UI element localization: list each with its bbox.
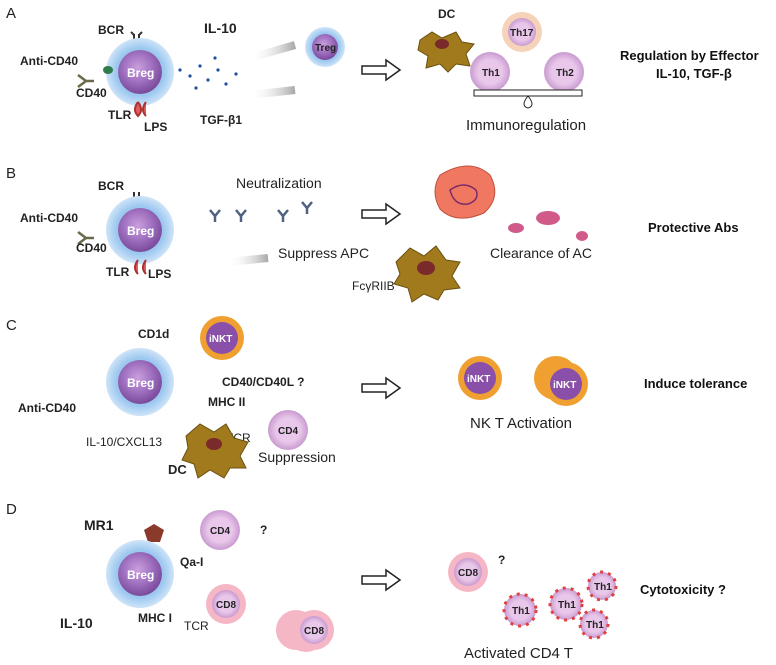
panel-letter: D	[6, 501, 17, 518]
fcyriib-label: FcγRIIB	[352, 279, 395, 293]
nkt-label: iNKT	[467, 374, 490, 385]
cytokine-dots	[178, 56, 238, 90]
panel-b-caption: Clearance of AC	[490, 245, 592, 261]
antibody-icon	[77, 231, 94, 245]
cd8-label: CD8	[458, 568, 478, 579]
cd40l-label: CD40/CD40L ?	[222, 375, 304, 389]
tcr-label: TCR	[184, 619, 209, 633]
cd40-label: CD40	[76, 241, 107, 255]
panel-letter: A	[6, 5, 16, 22]
cd8-cell-cluster	[276, 610, 334, 652]
mhc1-label: MHC I	[138, 611, 172, 625]
th1-label: Th1	[512, 606, 530, 617]
anti-cd40-label: Anti-CD40	[20, 211, 78, 225]
th1-cell	[502, 592, 538, 628]
breg-label: Breg	[127, 568, 154, 582]
antibody-icon	[77, 74, 94, 88]
nkt-label: iNKT	[209, 334, 232, 345]
th2-cell	[544, 52, 584, 92]
th17-label: Th17	[510, 28, 534, 39]
open-arrow	[361, 568, 402, 592]
cd8-label: CD8	[304, 626, 324, 637]
treg-label: Treg	[315, 43, 336, 54]
panel-a-caption: Immunoregulation	[466, 117, 586, 134]
il10-cxcl13-label: IL-10/CXCL13	[86, 435, 162, 449]
th1-cell	[586, 570, 618, 602]
question-mark: ?	[498, 553, 505, 567]
cd8-label: CD8	[216, 600, 236, 611]
suppression-label: Suppression	[258, 449, 336, 465]
il10-label: IL-10	[204, 20, 237, 36]
mr1-icon	[144, 524, 164, 542]
lps-label: LPS	[144, 120, 167, 134]
breg-nucleus	[118, 50, 162, 94]
th1-cell	[578, 608, 610, 640]
antibody-icons	[209, 201, 313, 222]
arrow-to-treg	[248, 41, 297, 62]
th1-label: Th1	[558, 600, 576, 611]
panel-c: C CD1d iNKT Breg CD40/CD40L ? MHC II Ant…	[6, 316, 747, 479]
open-arrow	[361, 202, 402, 226]
panel-a-right-text-2: IL-10, TGF-β	[656, 66, 732, 81]
qa1-label: Qa-I	[180, 555, 203, 569]
lps-label: LPS	[148, 267, 171, 281]
panel-a: A BCR Anti-CD40 CD40 Breg TLR LPS IL-10 …	[6, 5, 759, 134]
panel-d: D MR1 CD4 ? Qa-I Breg CD8 MHC I IL-10 TC…	[6, 501, 726, 662]
tlr-icon	[134, 259, 147, 275]
cd4-label: CD4	[278, 426, 298, 437]
arrow-to-effectors	[249, 86, 296, 99]
suppress-apc-label: Suppress APC	[278, 245, 369, 261]
panel-c-caption: NK T Activation	[470, 415, 572, 432]
tlr-label: TLR	[106, 265, 130, 279]
bcr-label: BCR	[98, 23, 124, 37]
dendritic-cell-icon	[181, 423, 249, 479]
open-arrow	[361, 58, 402, 82]
th1-cell	[470, 52, 510, 92]
neutralization-label: Neutralization	[236, 175, 322, 191]
panel-d-caption: Activated CD4 T	[464, 645, 573, 662]
cd40-label: CD40	[76, 86, 107, 100]
open-arrow	[361, 376, 402, 400]
mhc2-label: MHC II	[208, 395, 245, 409]
question-mark: ?	[260, 523, 267, 537]
apoptotic-cell-icon	[434, 165, 496, 219]
mr1-label: MR1	[84, 517, 114, 533]
anti-cd40-label: Anti-CD40	[20, 54, 78, 68]
il10-label: IL-10	[60, 615, 93, 631]
breg-label: Breg	[127, 376, 154, 390]
tgf-label: TGF-β1	[200, 113, 242, 127]
tlr-icon	[134, 101, 147, 118]
panel-letter: C	[6, 317, 17, 334]
th1-label: Th1	[594, 582, 612, 593]
apoptotic-fragments	[508, 211, 588, 241]
arrow-suppress	[227, 254, 269, 266]
panel-letter: B	[6, 165, 16, 182]
dc-label: DC	[438, 7, 456, 21]
cd4-cell	[200, 510, 240, 550]
panel-a-right-text-1: Regulation by Effector	[620, 48, 759, 63]
th2-label: Th2	[556, 68, 574, 79]
anti-cd40-label: Anti-CD40	[18, 401, 76, 415]
th1-label: Th1	[586, 620, 604, 631]
cd1d-label: CD1d	[138, 327, 169, 341]
cd4-cell	[268, 410, 308, 450]
cd40-receptor-icon	[103, 66, 113, 74]
panel-d-right-text: Cytotoxicity ?	[640, 582, 726, 597]
dc-label: DC	[168, 462, 187, 477]
bcr-label: BCR	[98, 179, 124, 193]
th1-cell	[548, 586, 584, 622]
nkt-label: iNKT	[553, 380, 576, 391]
dendritic-cell-icon	[417, 31, 475, 73]
breg-label: Breg	[127, 66, 154, 80]
th1-label: Th1	[482, 68, 500, 79]
panel-b: B BCR Anti-CD40 CD40 Breg TLR LPS Neutra…	[6, 165, 739, 303]
dendritic-cell-icon	[393, 245, 461, 303]
panel-c-right-text: Induce tolerance	[644, 376, 747, 391]
breg-label: Breg	[127, 224, 154, 238]
tlr-label: TLR	[108, 108, 132, 122]
cd4-label: CD4	[210, 526, 230, 537]
balance-scale-icon	[473, 89, 583, 109]
panel-b-right-text: Protective Abs	[648, 220, 739, 235]
